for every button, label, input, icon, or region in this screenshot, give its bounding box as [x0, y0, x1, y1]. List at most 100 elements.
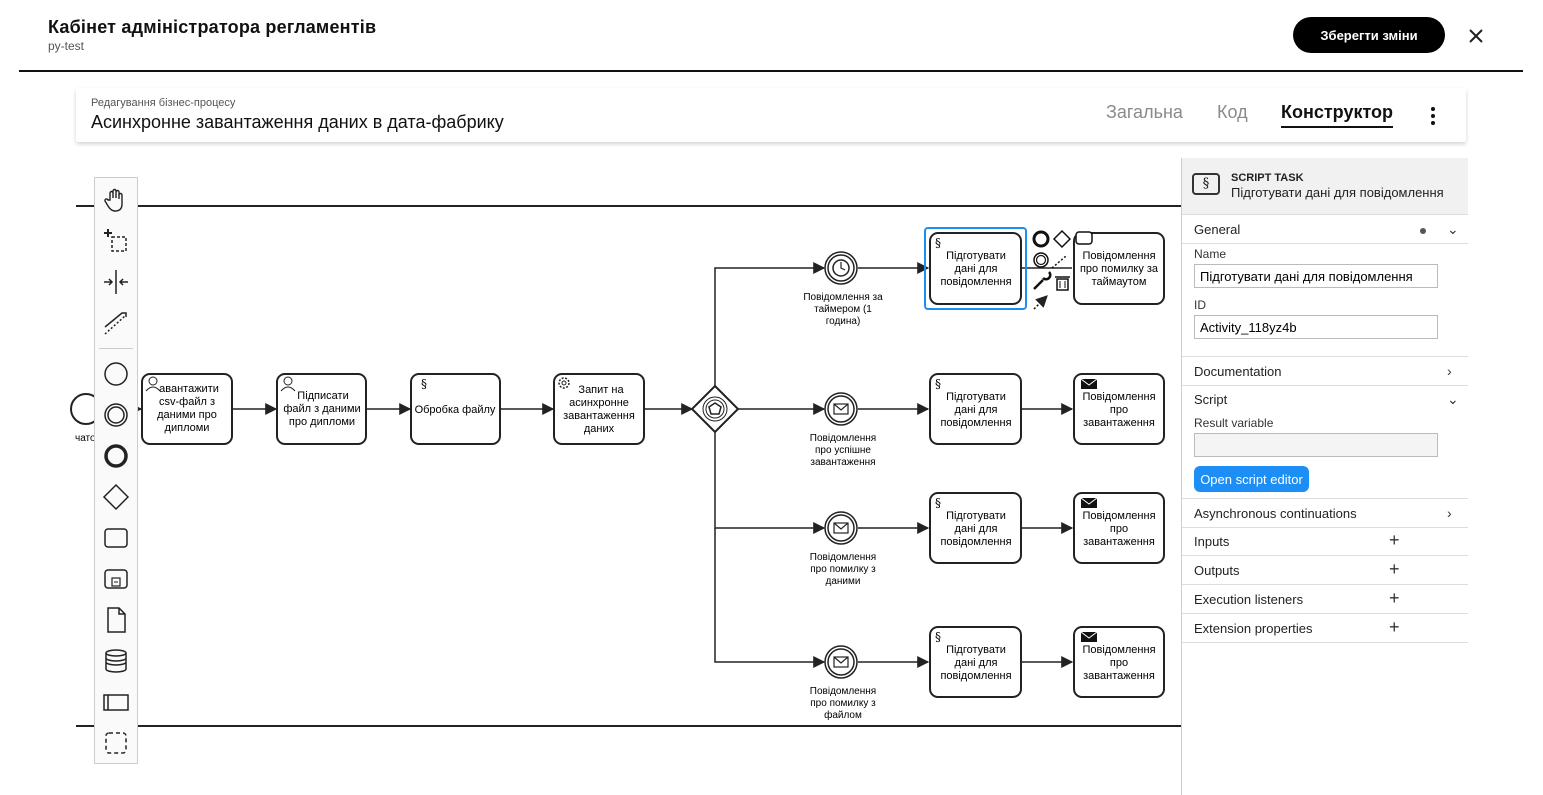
script-task-icon: §: [935, 236, 941, 250]
app-title: Кабінет адміністратора регламентів: [48, 17, 377, 37]
connect-arrow-icon: [1033, 295, 1048, 310]
script-task-icon: §: [421, 377, 427, 391]
envelope-icon: [833, 403, 849, 415]
append-gateway-icon: [1052, 229, 1072, 249]
chevron-right-icon: ›: [1447, 505, 1452, 521]
group-documentation[interactable]: Documentation ›: [1182, 356, 1468, 386]
element-name: Підготувати дані для повідомлення: [1231, 185, 1444, 200]
send-envelope-icon: [1080, 631, 1098, 642]
add-icon[interactable]: +: [1389, 559, 1400, 579]
data-object-icon[interactable]: [100, 604, 132, 636]
id-field[interactable]: [1194, 315, 1438, 339]
result-variable-label: Result variable: [1194, 416, 1274, 430]
tab-constructor[interactable]: Конструктор: [1281, 102, 1394, 128]
breadcrumb: Редагування бізнес-процесу: [91, 97, 236, 109]
properties-header: § SCRIPT TASK Підготувати дані для повід…: [1182, 158, 1468, 215]
add-icon[interactable]: +: [1389, 530, 1400, 550]
save-changes-button[interactable]: Зберегти зміни: [1293, 17, 1445, 53]
space-tool-icon[interactable]: [100, 266, 132, 298]
subprocess-icon[interactable]: [100, 563, 132, 595]
envelope-icon: [833, 522, 849, 534]
add-icon[interactable]: +: [1389, 617, 1400, 637]
element-type: SCRIPT TASK: [1231, 172, 1304, 184]
tool-palette: [94, 177, 138, 764]
global-connect-tool-icon[interactable]: [100, 307, 132, 339]
hand-tool-icon[interactable]: [100, 184, 132, 216]
intermediate-event-icon[interactable]: [100, 399, 132, 431]
id-label: ID: [1194, 298, 1206, 312]
lasso-tool-icon[interactable]: [100, 225, 132, 257]
wrench-icon: [1033, 271, 1052, 290]
trash-icon: [1055, 276, 1070, 291]
service-task-icon: [558, 377, 570, 389]
start-event-label: чато: [75, 433, 96, 444]
group-extension-properties[interactable]: Extension properties +: [1182, 614, 1468, 643]
pool-icon[interactable]: [100, 686, 132, 718]
header-divider: [19, 70, 1523, 72]
sequence-flows: [101, 262, 1074, 668]
add-icon[interactable]: +: [1389, 588, 1400, 608]
group-general[interactable]: General ⌄: [1182, 215, 1468, 244]
clock-icon: [832, 259, 850, 277]
group-async-continuations[interactable]: Asynchronous continuations ›: [1182, 498, 1468, 528]
script-task-icon: §: [935, 496, 941, 510]
chevron-right-icon: ›: [1447, 363, 1452, 379]
chevron-down-icon: ⌄: [1447, 391, 1459, 407]
palette-separator: [99, 348, 133, 349]
group-icon[interactable]: [100, 727, 132, 759]
send-envelope-icon: [1080, 378, 1098, 389]
context-pad[interactable]: [1032, 229, 1093, 310]
tab-code[interactable]: Код: [1217, 102, 1248, 122]
process-title: Асинхронне завантаження даних в дата-фаб…: [91, 112, 504, 132]
group-inputs[interactable]: Inputs +: [1182, 527, 1468, 556]
close-icon[interactable]: [1465, 25, 1487, 47]
open-script-editor-button[interactable]: Open script editor: [1194, 466, 1309, 492]
task-process-file[interactable]: § Обробка файлу: [410, 373, 501, 445]
gateway-icon[interactable]: [100, 481, 132, 513]
event-based-gateway[interactable]: [690, 384, 740, 434]
task-icon[interactable]: [100, 522, 132, 554]
app-subtitle: py-test: [48, 39, 85, 53]
group-script[interactable]: Script ⌄: [1194, 391, 1459, 407]
end-event-icon[interactable]: [100, 440, 132, 472]
script-task-icon: §: [935, 630, 941, 644]
user-task-icon: [145, 376, 161, 392]
tab-general[interactable]: Загальна: [1106, 102, 1183, 122]
result-variable-field[interactable]: [1194, 433, 1438, 457]
script-task-icon: §: [935, 377, 941, 391]
data-store-icon[interactable]: [100, 645, 132, 677]
start-event-icon[interactable]: [100, 358, 132, 390]
more-menu-icon[interactable]: [1428, 104, 1438, 126]
group-outputs[interactable]: Outputs +: [1182, 556, 1468, 585]
name-field[interactable]: [1194, 264, 1438, 288]
group-execution-listeners[interactable]: Execution listeners +: [1182, 585, 1468, 614]
